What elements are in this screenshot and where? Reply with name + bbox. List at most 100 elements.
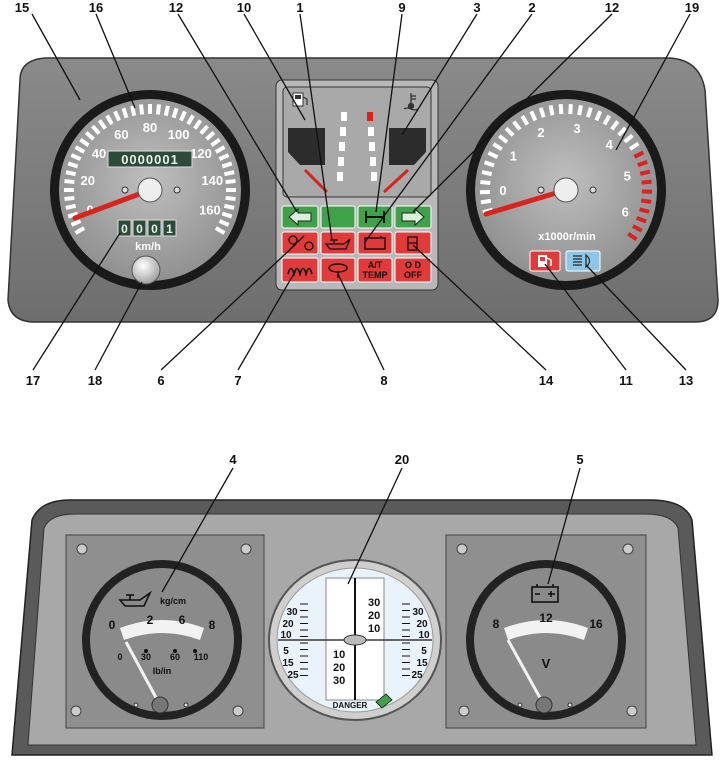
leader-lines-bottom xyxy=(161,467,581,593)
inclinometer-bubble xyxy=(343,634,367,646)
plate-screw xyxy=(232,705,244,717)
plate-screw xyxy=(626,705,638,717)
tachometer-tick xyxy=(641,179,652,185)
center-scale-dash xyxy=(338,157,344,166)
volt-label: 16 xyxy=(589,617,603,631)
high-beam-lamp xyxy=(565,250,601,272)
tachometer-tick xyxy=(617,126,627,137)
plate-screw xyxy=(76,543,88,555)
callout-16: 16 xyxy=(89,0,103,15)
turn-left-indicator xyxy=(281,205,319,229)
trip-digit-box xyxy=(117,219,132,237)
gauge-screw xyxy=(133,702,139,708)
fuel-gauge xyxy=(288,92,329,194)
charging-indicator xyxy=(357,231,393,255)
speedometer-tick xyxy=(221,211,233,219)
tachometer-tick xyxy=(481,170,493,177)
speedometer-tick xyxy=(210,137,221,147)
center-scale-dash xyxy=(367,112,373,121)
speed-unit: km/h xyxy=(135,241,161,253)
volt-gauge-hub xyxy=(535,696,553,714)
oil-gauge-hub xyxy=(151,696,169,714)
oil-label: 8 xyxy=(209,618,216,632)
tachometer-tick xyxy=(520,114,530,126)
gauge-screw xyxy=(183,702,189,708)
center-scale-marks xyxy=(337,112,377,181)
odometer-window xyxy=(107,150,193,168)
temp-gauge-cover xyxy=(389,128,426,165)
oil-label: 6 xyxy=(179,613,186,627)
callout-19: 19 xyxy=(685,0,699,15)
speedometer-tick xyxy=(214,145,226,154)
volt-label: 12 xyxy=(539,611,553,625)
speedometer-tick xyxy=(64,195,75,201)
callout-2: 2 xyxy=(528,0,535,15)
high-beam-icon xyxy=(573,253,591,269)
incl-center-upper: 30 xyxy=(368,597,380,609)
speedometer-tick xyxy=(84,130,95,141)
speedometer: 020406080100120140160 0000001 0 0 0 1 km… xyxy=(50,90,250,290)
callout-14: 14 xyxy=(539,373,554,388)
gauge-screw xyxy=(517,702,523,708)
main-cluster: 020406080100120140160 0000001 0 0 0 1 km… xyxy=(7,57,719,323)
oil-label-psi: 110 xyxy=(194,652,209,662)
callout-8: 8 xyxy=(380,373,387,388)
od-off-line1: O D xyxy=(405,260,422,270)
incl-left-label: 10 xyxy=(280,630,292,641)
speedometer-tick xyxy=(193,119,203,130)
tachometer-tick xyxy=(487,151,499,159)
speedometer-tick xyxy=(199,124,210,135)
trip-digit-box xyxy=(132,219,147,237)
oil-gauge-face xyxy=(90,568,234,712)
trip-digit-box xyxy=(147,219,162,237)
speedometer-screw xyxy=(173,186,181,194)
speedometer-labels: 020406080100120140160 xyxy=(81,120,224,217)
speedometer-needle xyxy=(72,187,153,221)
oil-label-psi: 30 xyxy=(141,652,151,662)
incl-center-lower: 10 xyxy=(333,649,345,661)
tachometer-tick xyxy=(483,160,495,168)
speedometer-tick xyxy=(79,137,90,147)
plate-screw xyxy=(240,543,252,555)
oil-pressure-gauge: kg/cm 0 2 6 8 0 30 60 110 lb/in xyxy=(65,534,265,729)
auxiliary-cluster: kg/cm 0 2 6 8 0 30 60 110 lb/in 3 xyxy=(11,499,713,756)
speedometer-tick xyxy=(218,219,230,227)
speedometer-tick xyxy=(90,124,101,135)
tachometer-tick xyxy=(632,224,643,233)
speedometer-tick xyxy=(223,203,235,210)
tachometer-tick xyxy=(480,180,491,185)
callouts-top: 15 16 12 10 1 9 3 2 12 19 17 18 6 7 8 14… xyxy=(15,0,699,388)
tachometer-label: 5 xyxy=(624,168,631,183)
voltmeter: 8 12 16 V xyxy=(445,534,647,729)
tachometer-label: 4 xyxy=(606,137,614,152)
speedometer-tick-ring xyxy=(64,104,236,235)
incl-center-lower: 30 xyxy=(333,675,345,687)
speedometer-tick xyxy=(155,104,161,115)
speedometer-tick xyxy=(67,161,79,169)
tachometer-label: 0 xyxy=(499,183,506,198)
speedometer-label: 140 xyxy=(201,173,223,188)
plate-screw xyxy=(458,705,470,717)
trip-reset-knob[interactable] xyxy=(131,255,161,285)
speedometer-tick xyxy=(74,226,86,235)
oil-dot xyxy=(173,649,177,653)
tachometer-tick xyxy=(640,198,652,204)
speedometer-tick xyxy=(223,170,235,177)
speedometer-tick xyxy=(225,179,236,185)
odometer-value: 0000001 xyxy=(121,152,179,167)
incl-center-upper: 10 xyxy=(368,623,380,635)
speedometer-tick xyxy=(205,130,216,141)
temp-gauge xyxy=(382,93,426,194)
tachometer-tick xyxy=(610,120,620,131)
callout-9: 9 xyxy=(398,0,405,15)
tachometer-label: 2 xyxy=(537,125,544,140)
tachometer-label: 1 xyxy=(510,148,517,163)
center-scale-dash xyxy=(337,172,343,181)
oil-label: 2 xyxy=(147,613,154,627)
speedometer-tick xyxy=(186,114,195,126)
blank-green-indicator xyxy=(320,205,356,229)
callouts-bottom: 4 20 5 xyxy=(229,452,583,467)
glow-plug-icon xyxy=(287,267,313,278)
